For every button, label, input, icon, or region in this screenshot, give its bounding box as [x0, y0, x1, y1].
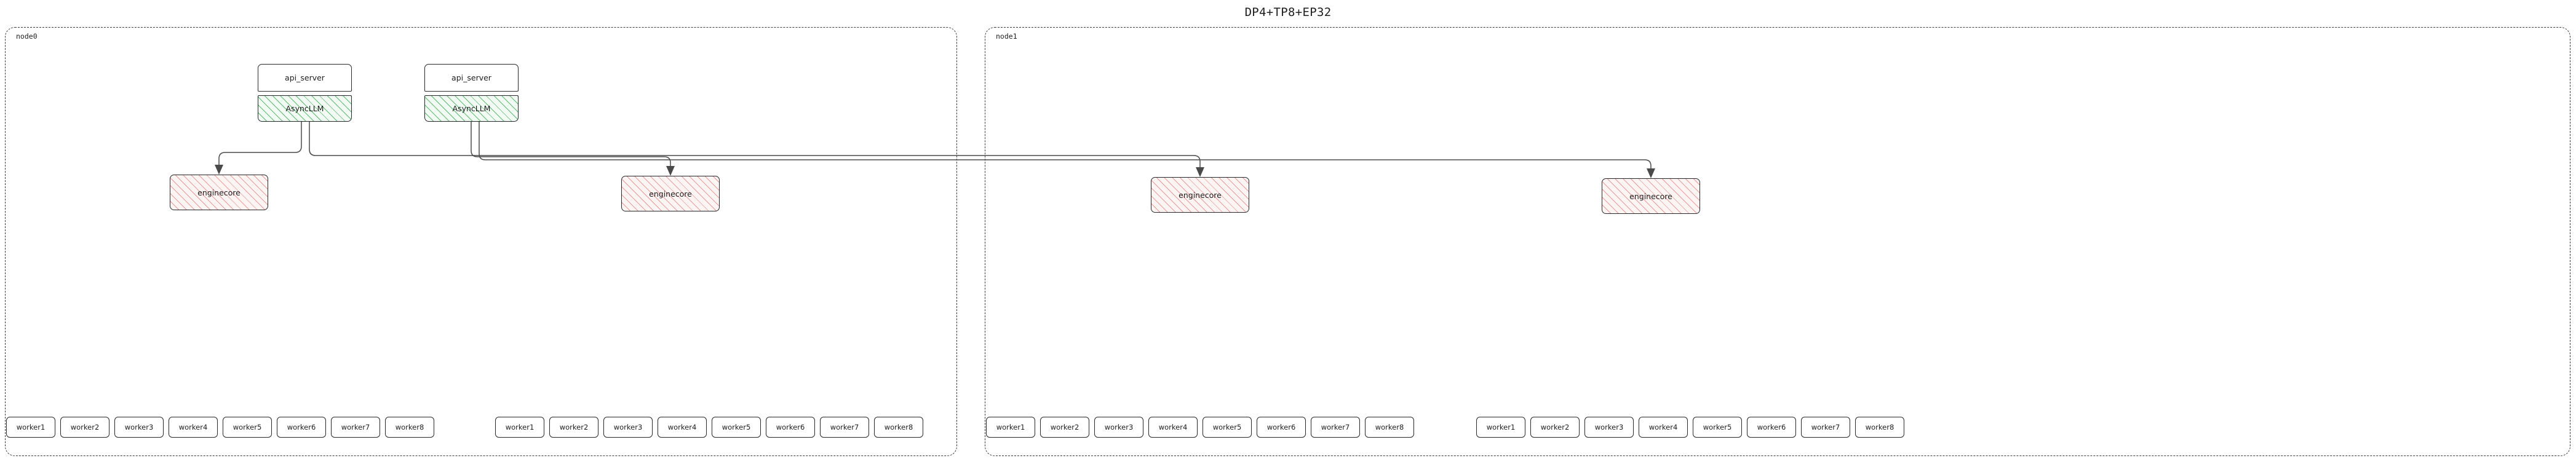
node-container-node0	[5, 27, 957, 456]
worker-box[interactable]: worker3	[1094, 417, 1143, 438]
asyncllm-box[interactable]: AsyncLLM	[424, 95, 519, 122]
api-server-box[interactable]: api_server	[258, 64, 352, 92]
worker-box[interactable]: worker1	[1476, 417, 1525, 438]
worker-box[interactable]: worker8	[874, 417, 923, 438]
worker-box[interactable]: worker5	[1203, 417, 1252, 438]
worker-box[interactable]: worker2	[60, 417, 109, 438]
worker-box[interactable]: worker3	[1584, 417, 1634, 438]
worker-box[interactable]: worker3	[114, 417, 164, 438]
worker-box[interactable]: worker2	[549, 417, 598, 438]
node-label-node0: node0	[16, 32, 38, 41]
asyncllm-box[interactable]: AsyncLLM	[258, 95, 352, 122]
worker-box[interactable]: worker2	[1040, 417, 1089, 438]
page-title: DP4+TP8+EP32	[1244, 6, 1332, 19]
worker-box[interactable]: worker6	[1747, 417, 1796, 438]
worker-box[interactable]: worker6	[1257, 417, 1306, 438]
worker-box[interactable]: worker7	[1801, 417, 1850, 438]
enginecore-box[interactable]: enginecore	[1602, 178, 1700, 214]
worker-box[interactable]: worker6	[766, 417, 815, 438]
worker-box[interactable]: worker5	[223, 417, 272, 438]
worker-box[interactable]: worker7	[331, 417, 380, 438]
api-server-box[interactable]: api_server	[424, 64, 519, 92]
worker-box[interactable]: worker8	[385, 417, 434, 438]
worker-box[interactable]: worker1	[986, 417, 1035, 438]
worker-box[interactable]: worker7	[820, 417, 869, 438]
worker-box[interactable]: worker6	[277, 417, 326, 438]
worker-box[interactable]: worker7	[1311, 417, 1360, 438]
worker-box[interactable]: worker8	[1365, 417, 1414, 438]
node-label-node1: node1	[996, 32, 1017, 41]
worker-box[interactable]: worker1	[6, 417, 55, 438]
enginecore-box[interactable]: enginecore	[170, 175, 268, 210]
worker-box[interactable]: worker4	[658, 417, 707, 438]
enginecore-box[interactable]: enginecore	[1151, 177, 1249, 213]
worker-box[interactable]: worker5	[712, 417, 761, 438]
worker-box[interactable]: worker1	[495, 417, 544, 438]
worker-box[interactable]: worker4	[169, 417, 218, 438]
enginecore-box[interactable]: enginecore	[621, 176, 720, 211]
worker-box[interactable]: worker5	[1693, 417, 1742, 438]
node-container-node1	[985, 27, 2570, 456]
worker-box[interactable]: worker2	[1530, 417, 1580, 438]
worker-box[interactable]: worker8	[1855, 417, 1904, 438]
worker-box[interactable]: worker4	[1639, 417, 1688, 438]
worker-box[interactable]: worker4	[1148, 417, 1198, 438]
worker-box[interactable]: worker3	[603, 417, 653, 438]
